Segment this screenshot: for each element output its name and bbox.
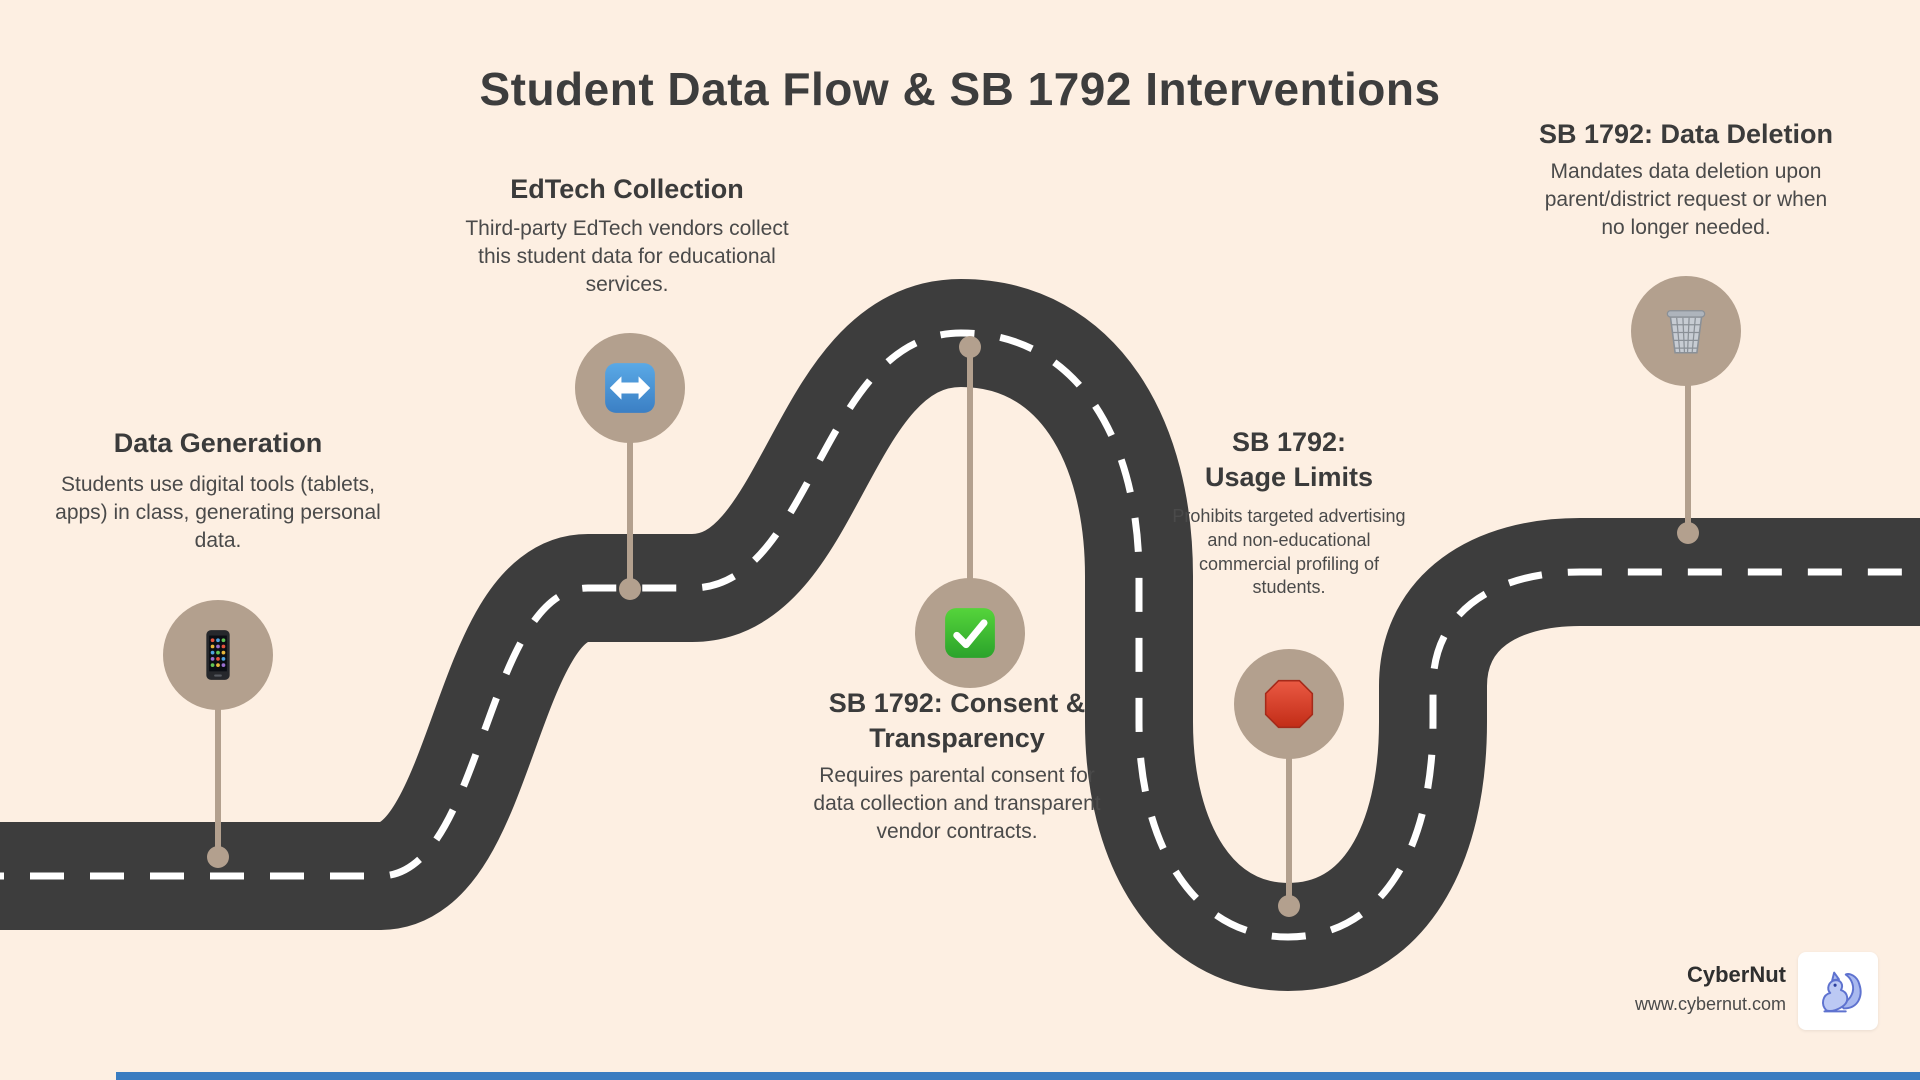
milestone-heading: SB 1792: Usage Limits [1204, 427, 1374, 493]
page-title: Student Data Flow & SB 1792 Intervention… [479, 63, 1441, 115]
milestone-heading: Data Generation [113, 428, 323, 458]
wastebasket-icon [1666, 310, 1706, 354]
milestone-marker [1234, 649, 1344, 759]
milestone-heading: EdTech Collection [510, 174, 744, 204]
milestone-description: Requires parental consent for data colle… [813, 764, 1101, 843]
milestone-marker [1631, 276, 1741, 386]
left-right-arrow-icon [605, 363, 655, 413]
milestone-heading: SB 1792: Data Deletion [1538, 119, 1834, 149]
bottom-accent-bar [116, 1072, 1920, 1080]
brand-name: CyberNut [1686, 962, 1786, 987]
milestone-description: Mandates data deletion upon parent/distr… [1544, 160, 1828, 239]
milestone-description: Third-party EdTech vendors collect this … [465, 217, 789, 296]
squirrel-logo [1822, 971, 1862, 1013]
milestone-heading: SB 1792: Consent & Transparency [828, 688, 1086, 754]
brand-url: www.cybernut.com [1634, 994, 1786, 1014]
brand-logo-card [1798, 952, 1878, 1030]
milestone-marker [575, 333, 685, 443]
connector-dots [207, 336, 1699, 917]
milestone-marker [163, 600, 273, 710]
stop-sign-icon [1264, 679, 1314, 729]
milestone-description: Prohibits targeted advertising and non-e… [1172, 506, 1406, 598]
milestone-description: Students use digital tools (tablets, app… [55, 473, 381, 552]
footer: CyberNut www.cybernut.com [1635, 962, 1786, 1015]
smartphone-icon [206, 630, 230, 680]
road-center-dashes [0, 329, 1920, 941]
milestone-marker [915, 578, 1025, 688]
check-mark-icon [945, 608, 995, 658]
